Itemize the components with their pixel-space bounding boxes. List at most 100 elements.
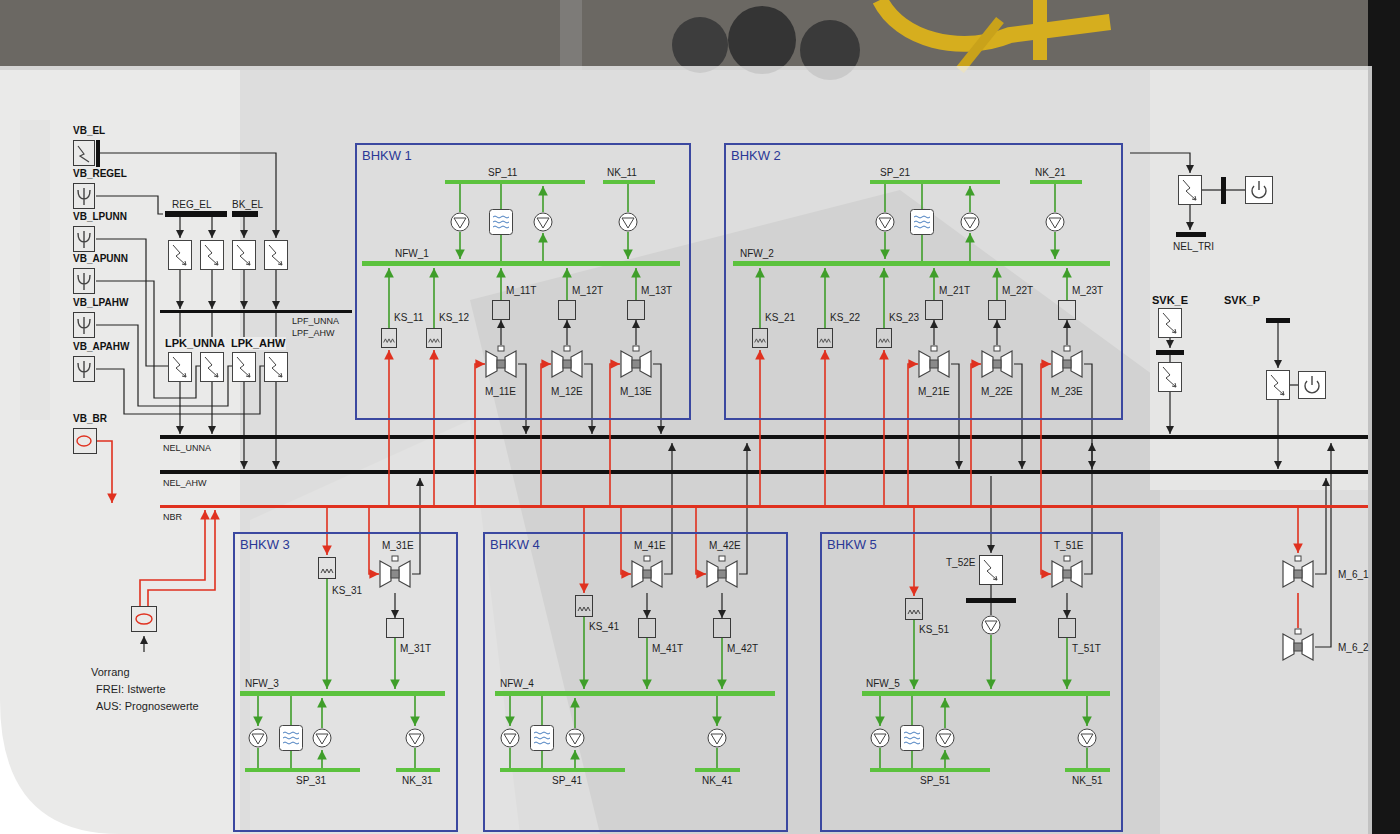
component-box: M_31T bbox=[386, 618, 404, 638]
heat-line bbox=[879, 748, 881, 768]
heat-line bbox=[541, 696, 543, 725]
turbine-port bbox=[1295, 629, 1301, 634]
turbine-unit: M_41E bbox=[630, 555, 664, 593]
electric-bus bbox=[1156, 350, 1184, 355]
heat-bus bbox=[1065, 768, 1110, 772]
heat-line bbox=[500, 268, 502, 300]
turbine-outline bbox=[705, 555, 739, 593]
diagram-overlay bbox=[0, 700, 120, 834]
component-label: M_23E bbox=[1051, 386, 1083, 398]
electric-wire bbox=[518, 364, 526, 434]
bus-label: NK_31 bbox=[402, 775, 433, 787]
turbine-outline bbox=[1281, 555, 1315, 593]
converter-symbol bbox=[1179, 176, 1202, 205]
electric-wire bbox=[1084, 364, 1092, 469]
heat-line bbox=[321, 750, 323, 768]
group-title: BHKW 5 bbox=[827, 537, 877, 552]
fuel-line bbox=[369, 508, 379, 574]
component-box: VB_BR bbox=[73, 428, 97, 454]
component-label: KS_51 bbox=[919, 624, 949, 636]
bus-label: NK_51 bbox=[1072, 775, 1103, 787]
heat-line bbox=[414, 696, 416, 726]
fuel-line bbox=[610, 364, 620, 505]
electric-bus bbox=[1266, 318, 1290, 323]
turbine-port bbox=[1064, 346, 1070, 351]
electric-bus bbox=[1176, 232, 1206, 237]
component-box: KS_23 bbox=[876, 328, 892, 348]
pump-symbol bbox=[708, 729, 726, 747]
electric-bus bbox=[160, 435, 1368, 439]
converter-symbol bbox=[233, 241, 256, 270]
bus-label: LPK_UNNA bbox=[164, 337, 226, 350]
heat-line bbox=[542, 233, 544, 261]
component-label: VB_APAHW bbox=[73, 341, 129, 353]
pump-symbol bbox=[876, 213, 894, 231]
bus-label: NK_41 bbox=[702, 775, 733, 787]
turbine-outline bbox=[1283, 634, 1313, 660]
converter-symbol bbox=[233, 353, 256, 382]
heat-line bbox=[257, 696, 259, 726]
heat-line bbox=[566, 268, 568, 300]
pump-symbol bbox=[534, 213, 552, 231]
boiler-glyph bbox=[755, 339, 766, 343]
turbine-shaft bbox=[391, 570, 399, 578]
heat-line bbox=[884, 232, 886, 259]
component-label: KS_23 bbox=[889, 312, 919, 324]
turbine-shaft bbox=[1294, 570, 1302, 578]
heat-line bbox=[509, 748, 511, 768]
heat-line bbox=[944, 750, 946, 768]
component-label: VB_LPUNN bbox=[73, 211, 127, 223]
heat-line bbox=[459, 184, 461, 212]
heat-line bbox=[574, 698, 576, 728]
pump-symbol bbox=[249, 729, 267, 747]
fuel-line bbox=[1297, 508, 1299, 553]
turbine-outline bbox=[380, 561, 410, 587]
photo-backdrop bbox=[728, 6, 796, 74]
heat-line bbox=[911, 696, 913, 725]
component-box: VB_LPAHW bbox=[73, 312, 95, 338]
turbine-unit: T_51E bbox=[1050, 555, 1084, 593]
heat-bus bbox=[495, 691, 775, 696]
source-icon bbox=[78, 361, 90, 378]
power-symbol bbox=[1246, 177, 1326, 399]
photo-backdrop bbox=[672, 17, 728, 73]
source-icon bbox=[136, 614, 152, 624]
heat-line bbox=[500, 184, 502, 209]
source-icon bbox=[77, 436, 91, 446]
component-box: M_22T bbox=[988, 300, 1006, 320]
turbine-unit: M_12E bbox=[550, 345, 584, 383]
fuel-line bbox=[97, 350, 1298, 606]
electric-bus bbox=[160, 310, 352, 313]
source-icon bbox=[78, 231, 90, 248]
group-title: BHKW 1 bbox=[362, 148, 412, 163]
fuel-line bbox=[1041, 508, 1051, 574]
bus-label: NEL_UNNA bbox=[163, 442, 211, 454]
turbine-shaft bbox=[1063, 360, 1071, 368]
heat-line bbox=[290, 751, 292, 768]
bus-label: SP_31 bbox=[296, 775, 326, 787]
turbine-shaft bbox=[1063, 570, 1071, 578]
bus-label: SP_21 bbox=[880, 167, 910, 179]
heat-line bbox=[542, 186, 544, 212]
turbine-outline bbox=[1283, 561, 1313, 587]
component-box: M_23T bbox=[1058, 300, 1076, 320]
turbine-outline bbox=[1050, 555, 1084, 593]
component-box: M_42T bbox=[713, 618, 731, 638]
turbine-port bbox=[644, 556, 650, 561]
electric-wire bbox=[951, 364, 959, 469]
electric-bus bbox=[160, 470, 1368, 474]
heat-line bbox=[759, 268, 761, 328]
turbine-outline bbox=[1050, 345, 1084, 383]
bus-label: NK_11 bbox=[607, 167, 637, 179]
flow-connector bbox=[394, 593, 395, 618]
turbine-unit: M_11E bbox=[484, 345, 518, 383]
converter-symbol bbox=[169, 353, 192, 382]
converter-symbol bbox=[265, 353, 288, 382]
converter-symbol bbox=[1159, 363, 1182, 392]
turbine-port bbox=[1295, 556, 1301, 561]
plant-group: BHKW 2KS_21KS_22KS_23M_21TM_22TM_23TM_21… bbox=[724, 143, 1123, 420]
turbine-shaft bbox=[563, 360, 571, 368]
group-title: BHKW 4 bbox=[490, 537, 540, 552]
